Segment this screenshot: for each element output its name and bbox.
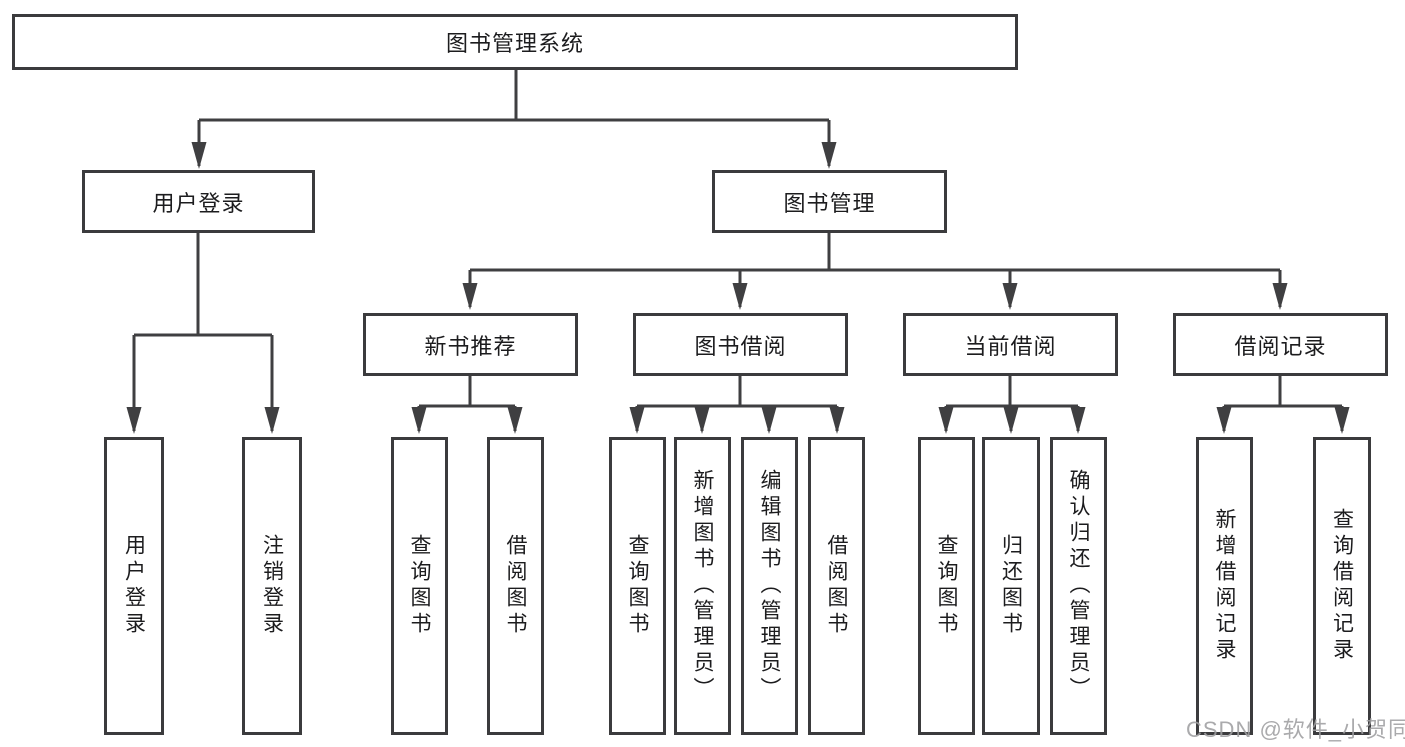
node-root-label: 图书管理系统	[445, 31, 584, 56]
leaf-borrowing-edit-admin: 编辑图书（管理员）	[741, 437, 798, 735]
leaf-current-return-label: 归还图书	[999, 534, 1023, 638]
node-user-login-label: 用户登录	[152, 190, 245, 216]
csdn-watermark: CSDN @软件_小贺同学	[1186, 717, 1405, 742]
leaf-user-login-label: 用户登录	[122, 534, 146, 638]
leaf-new-books-borrow: 借阅图书	[487, 437, 544, 735]
node-new-book-recommend: 新书推荐	[363, 313, 578, 376]
leaf-records-query: 查询借阅记录	[1313, 437, 1371, 735]
leaf-borrowing-query-label: 查询图书	[626, 534, 649, 638]
leaf-borrowing-add-admin: 新增图书（管理员）	[674, 437, 731, 735]
node-current-borrowing: 当前借阅	[903, 313, 1118, 376]
leaf-current-confirm-admin: 确认归还（管理员）	[1050, 437, 1107, 735]
leaf-borrowing-query: 查询图书	[609, 437, 666, 735]
node-book-management-label: 图书管理	[783, 190, 876, 216]
leaf-borrowing-borrow-label: 借阅图书	[825, 534, 848, 638]
node-new-book-recommend-label: 新书推荐	[424, 333, 517, 359]
leaf-current-query-label: 查询图书	[935, 534, 958, 638]
node-book-borrowing: 图书借阅	[633, 313, 848, 376]
leaf-user-login: 用户登录	[104, 437, 164, 735]
leaf-records-add: 新增借阅记录	[1196, 437, 1253, 735]
node-book-borrowing-label: 图书借阅	[694, 333, 787, 359]
leaf-borrowing-borrow: 借阅图书	[808, 437, 865, 735]
leaf-current-query: 查询图书	[918, 437, 975, 735]
leaf-records-query-label: 查询借阅记录	[1330, 508, 1354, 664]
leaf-logout-label: 注销登录	[260, 534, 284, 638]
leaf-borrowing-edit-admin-label: 编辑图书（管理员）	[758, 469, 781, 703]
leaf-borrowing-add-admin-label: 新增图书（管理员）	[691, 469, 714, 703]
leaf-new-books-borrow-label: 借阅图书	[504, 534, 527, 638]
leaf-new-books-query: 查询图书	[391, 437, 448, 735]
leaf-current-confirm-admin-label: 确认归还（管理员）	[1067, 469, 1090, 703]
leaf-new-books-query-label: 查询图书	[408, 534, 431, 638]
node-root-library-system: 图书管理系统	[12, 14, 1018, 70]
node-borrowing-records-label: 借阅记录	[1234, 333, 1327, 359]
node-book-management: 图书管理	[712, 170, 947, 233]
node-borrowing-records: 借阅记录	[1173, 313, 1388, 376]
leaf-logout: 注销登录	[242, 437, 302, 735]
connector-trunks	[134, 70, 1342, 408]
leaf-records-add-label: 新增借阅记录	[1213, 508, 1236, 664]
node-user-login: 用户登录	[82, 170, 315, 233]
node-current-borrowing-label: 当前借阅	[964, 333, 1057, 359]
leaf-current-return: 归还图书	[982, 437, 1040, 735]
